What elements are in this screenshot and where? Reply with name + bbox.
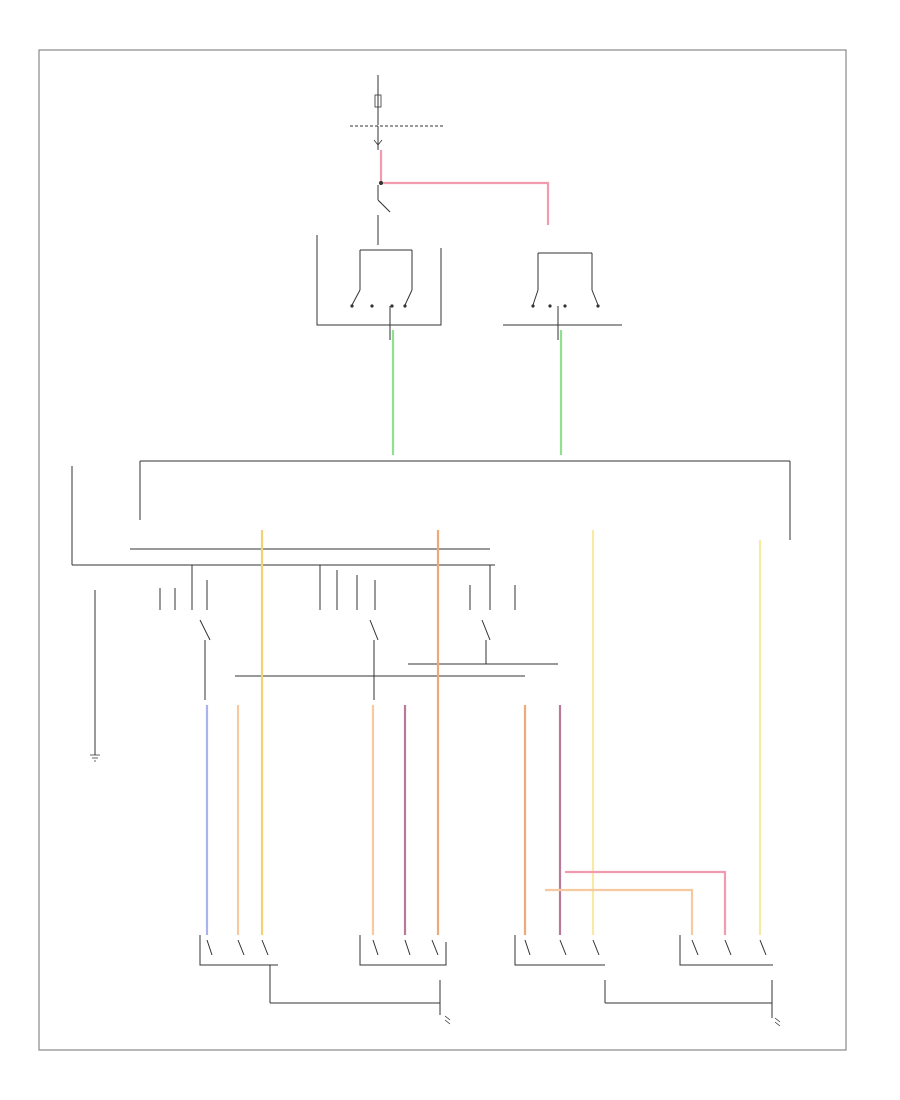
switch-icon	[469, 565, 516, 664]
connector-icon	[373, 139, 383, 146]
ground-icon	[444, 1015, 451, 1025]
splice-dot	[379, 181, 383, 185]
ground-icon	[774, 1017, 781, 1027]
motor-icon	[206, 939, 269, 956]
switch-icon	[319, 565, 379, 700]
motor-icon	[691, 939, 767, 956]
lower-bus	[130, 548, 558, 677]
wire-pink-feed	[379, 150, 550, 225]
wire-pink-rr	[565, 870, 727, 935]
switch-icon	[159, 565, 211, 700]
switch-icon	[531, 252, 600, 308]
motor-icon	[372, 939, 439, 956]
left-ground-circuit	[90, 590, 100, 762]
rr-window-motor	[679, 935, 773, 966]
door-connector-bus	[71, 460, 791, 566]
fuse-icon	[374, 94, 382, 108]
bottom-ground-circuits	[270, 980, 781, 1027]
rf-window-motor	[514, 935, 605, 966]
power-source	[350, 75, 445, 150]
motor-icon	[524, 939, 600, 956]
driver-master-switch	[316, 235, 442, 340]
lf-window-motor	[199, 935, 278, 1003]
circuit-breaker	[377, 185, 391, 245]
lr-window-motor	[359, 935, 447, 966]
passenger-window-switch	[503, 252, 622, 340]
wire-peach-rr	[545, 888, 694, 935]
ground-icon	[90, 754, 100, 762]
diagram-frame	[38, 49, 847, 1051]
switch-icon	[350, 249, 413, 308]
window-lockout-switches	[159, 565, 516, 700]
